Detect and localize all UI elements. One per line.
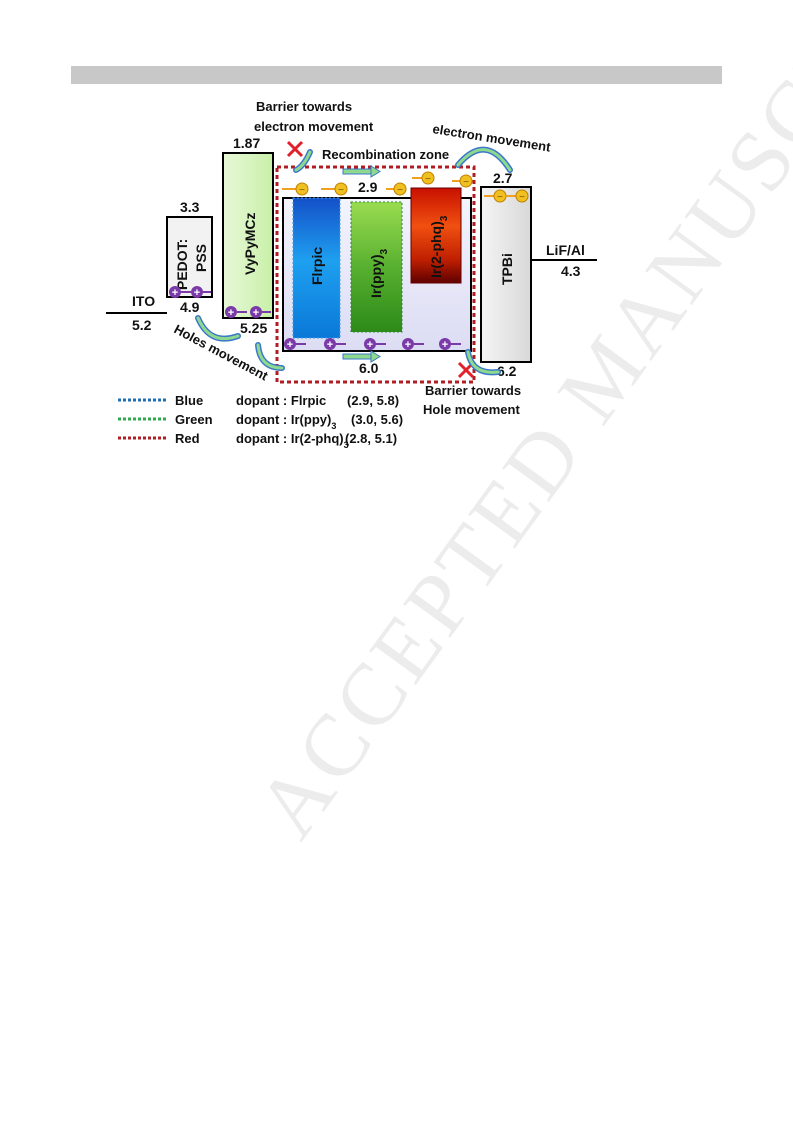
barrier-electron-line2: electron movement [254,119,374,134]
pedot-label: PEDOT: [174,239,190,290]
pss-label: PSS [193,244,209,272]
electron-icon: − [452,174,473,188]
svg-text:+: + [228,307,234,319]
flow-arrow-bottom-icon [342,350,381,363]
tpbi-lumo: 2.7 [493,170,513,186]
barrier-electron-cross-icon [286,140,304,158]
legend-item-green: Green dopant : Ir(ppy)3 (3.0, 5.6) [118,412,403,431]
header-bar [71,66,722,84]
irphq3-label: Ir(2-phq)3 [428,215,450,278]
svg-text:(3.0, 5.6): (3.0, 5.6) [351,412,403,427]
irppy3-label: Ir(ppy)3 [368,248,390,298]
svg-text:+: + [327,339,333,351]
recombination-zone [275,165,476,384]
svg-text:Blue: Blue [175,393,203,408]
svg-text:+: + [287,339,293,351]
svg-text:−: − [463,177,469,188]
flrpic-label: Flrpic [309,247,325,285]
svg-text:dopant : Ir(ppy)3: dopant : Ir(ppy)3 [236,412,336,431]
pedot-homo: 4.9 [180,299,200,315]
svg-text:−: − [397,185,403,196]
svg-text:+: + [253,307,259,319]
pedot-lumo: 3.3 [180,199,200,215]
svg-text:−: − [497,192,503,203]
barrier-hole-line2: Hole movement [423,402,520,417]
vypymcz-lumo: 1.87 [233,135,260,151]
svg-text:dopant : Ir(2-phq)3: dopant : Ir(2-phq)3 [236,431,349,450]
ito-value: 5.2 [132,317,152,333]
recombination-zone-label: Recombination zone [322,147,449,162]
electron-icon: − [386,182,407,196]
electron-icons: − − − − − − − [282,171,529,203]
hole-icon: + [364,338,386,351]
legend-item-blue: Blue dopant : Flrpic (2.9, 5.8) [118,393,399,408]
electron-icon: − [412,171,435,185]
curved-arrow-icons [195,146,513,376]
legend: Blue dopant : Flrpic (2.9, 5.8) Green do… [118,393,403,450]
cathode-label: LiF/Al [546,242,585,258]
electron-icon: − [506,189,529,203]
svg-text:−: − [425,174,431,185]
host-homo: 6.0 [359,360,379,376]
tpbi-label: TPBi [499,253,515,285]
vypymcz-label: VyPyMCz [242,212,258,275]
ito-label: ITO [132,293,155,309]
hole-icon: + [402,338,424,351]
pedot-pss-layer [166,216,213,298]
hole-icon: + [250,306,271,319]
barrier-hole-line1: Barrier towards [425,383,521,398]
svg-text:+: + [194,287,200,299]
svg-text:+: + [442,339,448,351]
svg-text:+: + [405,339,411,351]
svg-text:dopant : Flrpic: dopant : Flrpic [236,393,326,408]
cathode-value: 4.3 [561,263,581,279]
barrier-electron-line1: Barrier towards [256,99,352,114]
electron-icon: − [321,182,348,196]
svg-text:−: − [519,192,525,203]
hole-icon: + [439,338,461,351]
flow-arrow-top-icon [342,165,381,178]
hole-icons: + + + + + + + + + [169,286,461,351]
svg-text:Red: Red [175,431,200,446]
tpbi-homo: 6.2 [497,363,517,379]
hole-icon: + [225,306,247,319]
svg-text:−: − [299,185,305,196]
svg-text:−: − [338,185,344,196]
electron-icon: − [282,182,309,196]
vypymcz-layer [222,152,274,319]
vypymcz-homo: 5.25 [240,320,267,336]
svg-text:(2.8, 5.1): (2.8, 5.1) [345,431,397,446]
hole-icon: + [324,338,346,351]
svg-text:(2.9, 5.8): (2.9, 5.8) [347,393,399,408]
irppy3-dopant [350,201,403,333]
svg-text:+: + [367,339,373,351]
legend-item-red: Red dopant : Ir(2-phq)3 (2.8, 5.1) [118,431,397,450]
tpbi-layer [480,186,532,363]
host-lumo: 2.9 [358,179,378,195]
irphq3-dopant [410,187,462,284]
hole-icon: + [169,286,191,299]
hole-icon: + [284,338,306,351]
hole-icon: + [191,286,211,299]
flrpic-dopant [292,197,341,339]
svg-text:+: + [172,287,178,299]
svg-text:Green: Green [175,412,213,427]
